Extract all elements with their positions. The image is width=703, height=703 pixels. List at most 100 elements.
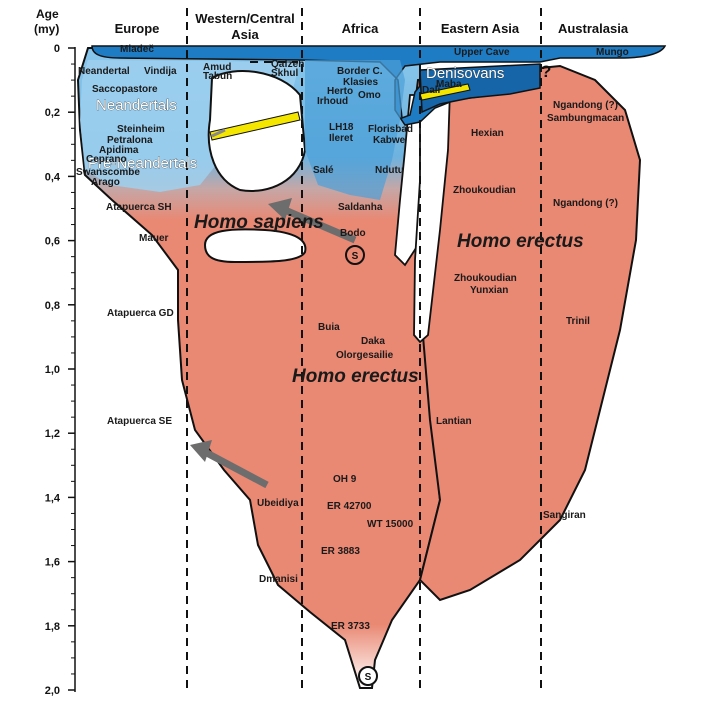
site-ceprano: Ceprano <box>86 154 127 165</box>
site-vindija: Vindija <box>144 66 177 77</box>
site-omo: Omo <box>358 90 381 101</box>
arrow-neandertal <box>211 128 226 138</box>
axis-tick-label: 1,0 <box>45 364 60 376</box>
axis-tick-label: 2,0 <box>45 685 60 697</box>
site-steinheim: Steinheim <box>117 124 165 135</box>
west-asia-gap <box>207 70 307 192</box>
denisovan-yellow <box>419 83 471 101</box>
site-er3733: ER 3733 <box>331 621 370 632</box>
arrow-head-1 <box>190 440 212 462</box>
site-qafzeh: Qafzeh <box>271 59 304 70</box>
axis-tick-label: 1,6 <box>45 557 60 569</box>
site-irhoud: Irhoud <box>317 96 348 107</box>
axis-tick-label: 0,2 <box>45 107 60 119</box>
axis-tick-label: 1,4 <box>45 492 61 504</box>
site-bodo: Bodo <box>340 228 366 239</box>
axis-title-unit: (my) <box>34 22 59 36</box>
site-arago: Arago <box>91 177 120 188</box>
site-er42700: ER 42700 <box>327 501 372 512</box>
site-neandertal: Neandertal <box>78 66 130 77</box>
axis-tick-label: 0 <box>54 43 60 55</box>
site-mauer: Mauer <box>139 233 169 244</box>
site-ndutu: Ndutu <box>375 165 404 176</box>
axis-ticks: 00,20,40,60,81,01,21,41,61,82,0 <box>45 43 75 697</box>
site-olorgesailie: Olorgesailie <box>336 350 394 361</box>
site-ngandong-1: Ngandong (?) <box>553 100 618 111</box>
label-denisovans: Denisovans <box>426 65 504 82</box>
site-yunxian: Yunxian <box>470 285 508 296</box>
region-western-central: Western/Central <box>195 11 294 26</box>
site-amud: Amud <box>203 62 231 73</box>
asian-erectus-shape <box>406 64 642 602</box>
svg-text:S: S <box>352 251 359 262</box>
site-lantian: Lantian <box>436 416 472 427</box>
sapiens-gap <box>203 228 307 264</box>
axis-tick-label: 0,4 <box>45 171 61 183</box>
region-europe: Europe <box>115 21 160 36</box>
site-upper-cave: Upper Cave <box>454 47 510 58</box>
site-hexian: Hexian <box>471 128 504 139</box>
site-atapuerca-sh: Atapuerca SH <box>106 202 172 213</box>
neandertal-yellow <box>209 111 301 141</box>
region-africa: Africa <box>342 21 380 36</box>
region-separators <box>186 8 542 692</box>
site-kabwe: Kabwe <box>373 135 406 146</box>
site-er3883: ER 3883 <box>321 546 360 557</box>
site-zhoukoudian-2: Zhoukoudian <box>454 273 517 284</box>
site-trinil: Trinil <box>566 316 590 327</box>
region-asia-line: Asia <box>231 27 259 42</box>
site-border-c: Border C. <box>337 66 383 77</box>
site-saldanha: Saldanha <box>338 202 383 213</box>
label-neandertals: Neandertals <box>96 97 177 114</box>
site-dmanisi: Dmanisi <box>259 574 298 585</box>
site-klasies: Klasies <box>343 77 378 88</box>
africa-sapiens-area <box>305 60 405 200</box>
age-axis: Age (my) 00,20,40,60,81,01,21,41,61,82,0 <box>34 7 76 697</box>
site-florisbad: Florisbad <box>368 124 413 135</box>
site-mladec: Mladeč <box>120 44 154 55</box>
axis-tick-label: 0,6 <box>45 236 60 248</box>
region-headers: Europe Western/Central Asia Africa Easte… <box>115 11 629 42</box>
speciation-marker-2: S <box>358 666 378 686</box>
question-mark: ? <box>541 62 551 81</box>
label-homo-sapiens: Homo sapiens <box>194 212 324 233</box>
asia-notch <box>413 89 451 344</box>
site-tabun: Tabun <box>203 71 232 82</box>
site-dali: Dali <box>422 85 441 96</box>
arrow-sapiens <box>283 206 357 244</box>
axis-tick-label: 1,8 <box>45 621 60 633</box>
site-sambungmacan: Sambungmacan <box>547 113 624 124</box>
site-buia: Buia <box>318 322 340 333</box>
region-australasia: Australasia <box>558 21 629 36</box>
axis-tick-label: 0,8 <box>45 300 60 312</box>
site-swanscombe: Swanscombe <box>76 167 140 178</box>
site-lh18: LH18 <box>329 122 354 133</box>
site-sale: Salé <box>313 165 334 176</box>
site-petralona: Petralona <box>107 135 153 146</box>
site-ngandong-2: Ngandong (?) <box>553 198 618 209</box>
axis-title-age: Age <box>36 7 59 21</box>
site-maba: Maba <box>436 79 462 90</box>
label-homo-erectus-main: Homo erectus <box>292 366 419 387</box>
site-atapuerca-se: Atapuerca SE <box>107 416 172 427</box>
site-atapuerca-gd: Atapuerca GD <box>107 308 174 319</box>
site-wt15000: WT 15000 <box>367 519 414 530</box>
region-eastern-asia: Eastern Asia <box>441 21 520 36</box>
site-mungo: Mungo <box>596 47 629 58</box>
site-ubeidiya: Ubeidiya <box>257 498 299 509</box>
site-zhoukoudian-1: Zhoukoudian <box>453 185 516 196</box>
site-sangiran: Sangiran <box>543 510 586 521</box>
arrow-head-2 <box>268 198 292 220</box>
site-daka: Daka <box>361 336 385 347</box>
label-pre-neandertals: Pre-Neandertals <box>88 155 197 172</box>
site-labels: Mladeč Neandertal Vindija Saccopastore S… <box>76 44 629 632</box>
site-herto: Herto <box>327 86 353 97</box>
arrows <box>190 128 357 489</box>
site-apidima: Apidima <box>99 145 139 156</box>
site-ileret: Ileret <box>329 133 354 144</box>
svg-text:S: S <box>365 672 372 683</box>
label-homo-erectus-asia: Homo erectus <box>457 231 584 252</box>
site-oh9: OH 9 <box>333 474 357 485</box>
speciation-marker-1: S <box>345 245 365 265</box>
